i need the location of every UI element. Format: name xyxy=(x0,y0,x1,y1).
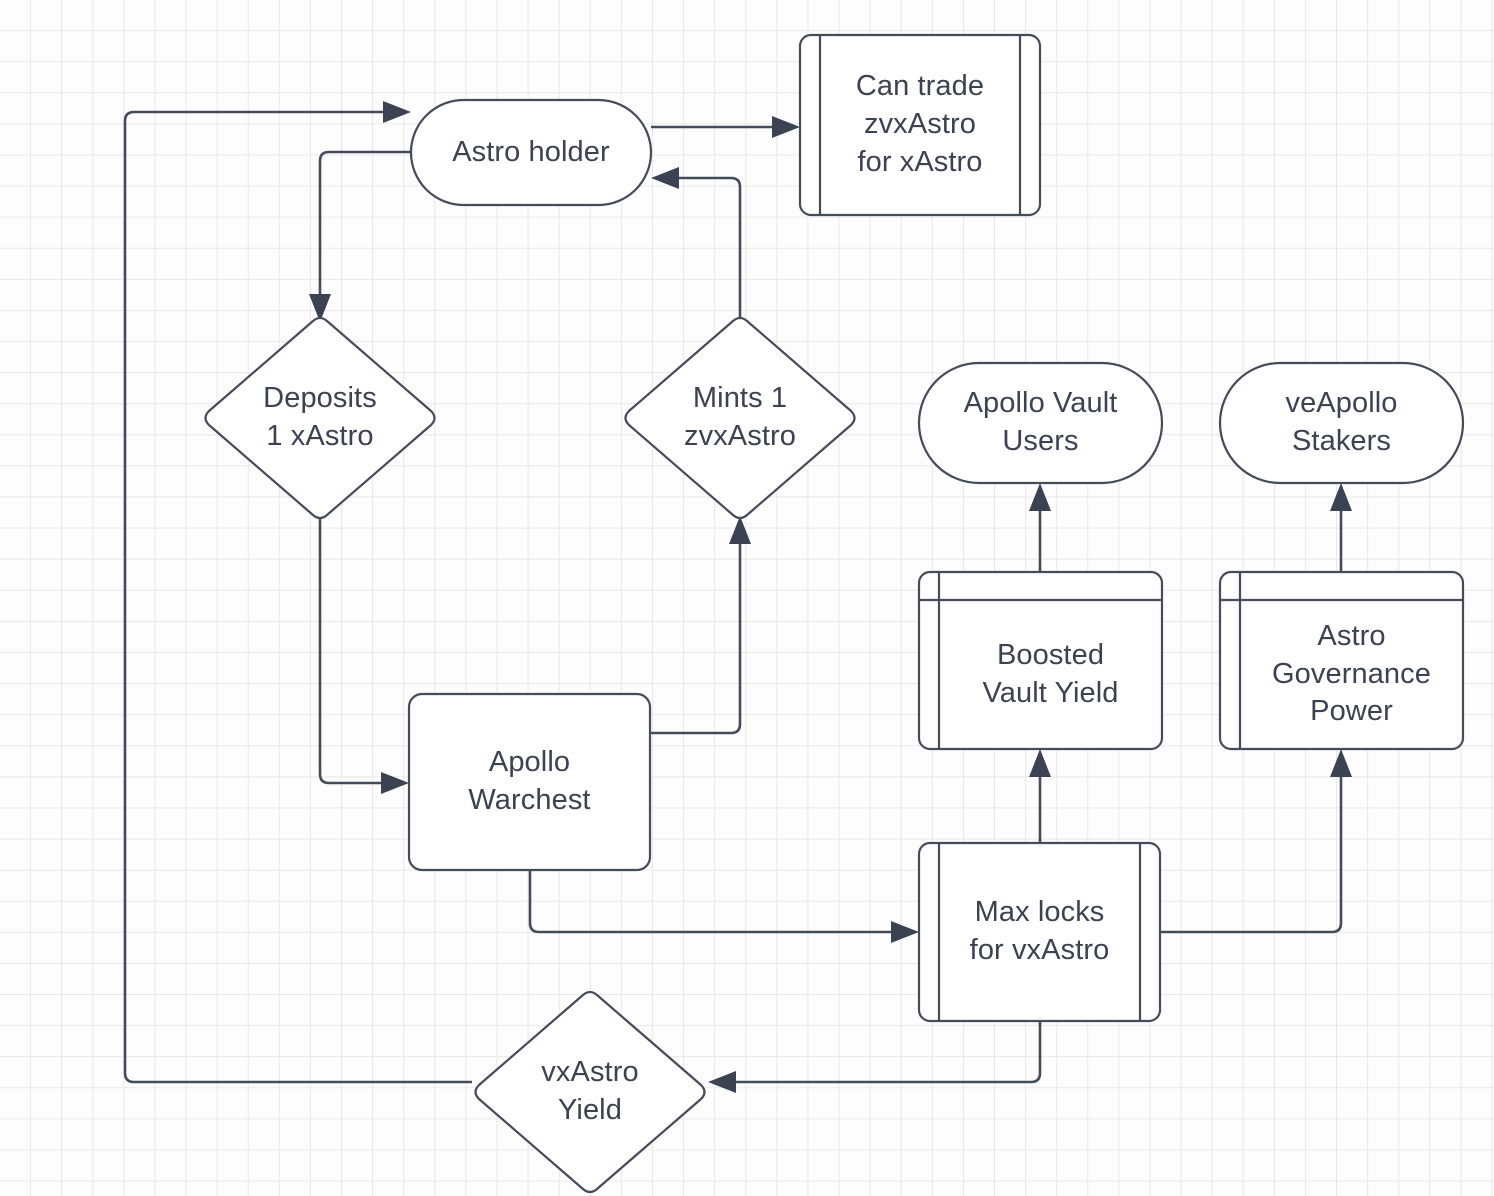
node-boosted-vault-yield[interactable] xyxy=(917,570,1164,751)
edge-vxastro-yield-to-astro-holder xyxy=(123,101,472,1084)
node-astro-holder[interactable] xyxy=(409,98,653,207)
node-astro-governance-power[interactable] xyxy=(1218,570,1465,751)
node-can-trade[interactable] xyxy=(798,33,1042,217)
edge-max-locks-to-boosted-vault-yield xyxy=(1029,749,1051,843)
edge-max-locks-to-astro-governance-power xyxy=(1160,749,1352,934)
node-apollo-vault-users[interactable] xyxy=(917,361,1164,485)
node-veapollo-stakers[interactable] xyxy=(1218,361,1465,485)
edge-astro-holder-to-deposits xyxy=(309,150,411,322)
edge-astro-governance-power-to-veapollo-stakers xyxy=(1330,483,1352,572)
node-vxastro-yield[interactable] xyxy=(474,990,706,1194)
edge-apollo-warchest-to-max-locks xyxy=(528,870,919,943)
edge-boosted-vault-yield-to-apollo-vault-users xyxy=(1029,483,1051,572)
edge-apollo-warchest-to-mints xyxy=(650,516,751,735)
node-apollo-warchest[interactable] xyxy=(407,692,652,872)
edge-max-locks-to-vxastro-yield xyxy=(708,1021,1042,1093)
edge-deposits-to-apollo-warchest xyxy=(318,516,409,794)
edge-mints-to-astro-holder xyxy=(651,167,742,320)
node-mints[interactable] xyxy=(624,316,856,520)
edge-astro-holder-to-can-trade xyxy=(651,116,800,138)
node-deposits[interactable] xyxy=(204,316,436,520)
node-max-locks[interactable] xyxy=(917,841,1162,1023)
